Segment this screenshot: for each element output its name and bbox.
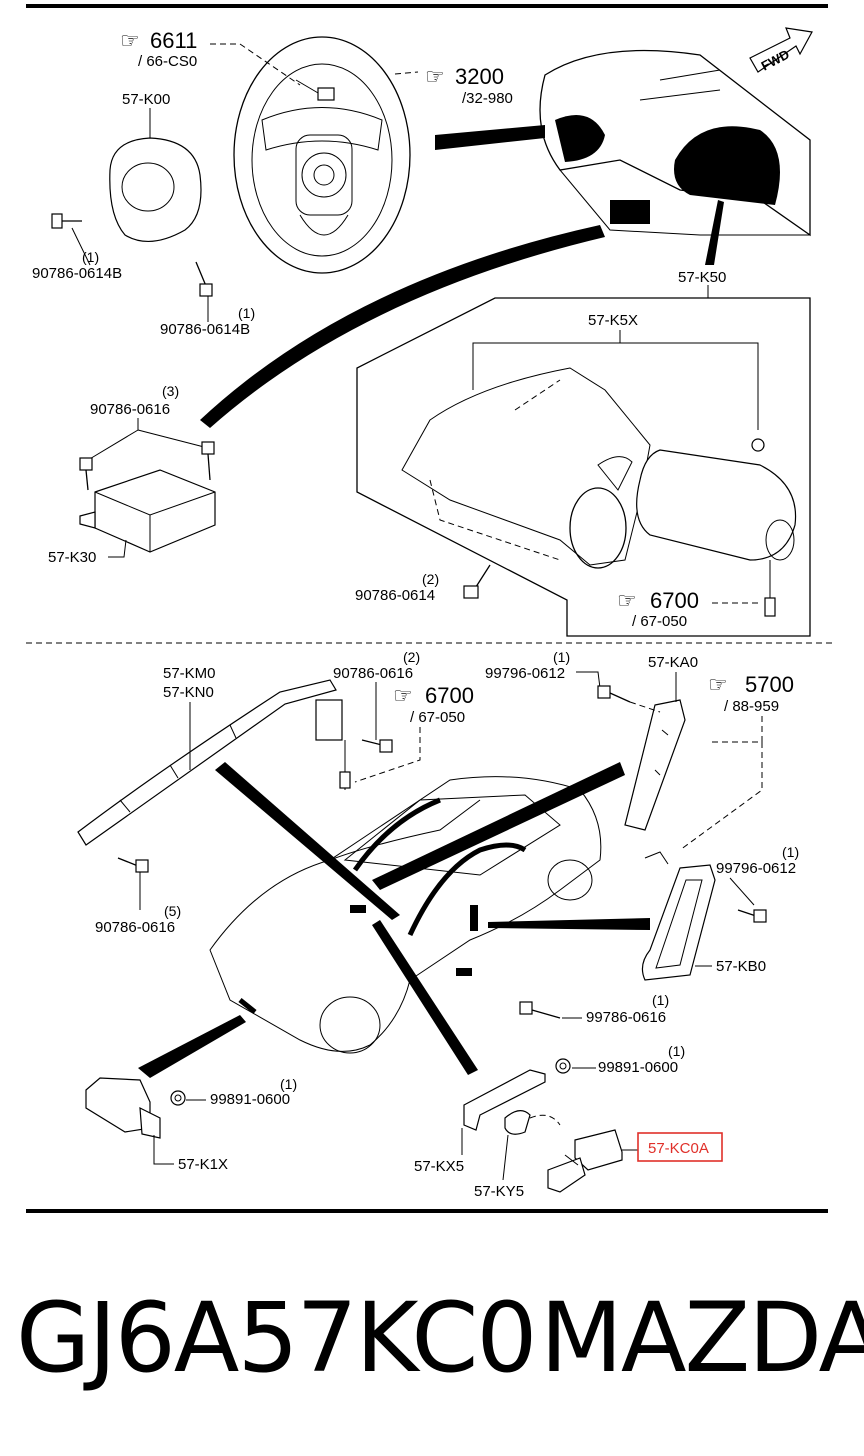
highlight-box [637,1132,723,1162]
ref-6700-sub: / 67-050 [410,709,465,726]
k50-callout-box [356,297,811,637]
bolt-icon [597,685,631,703]
ref-3200-sub: /32-980 [462,90,513,107]
ref-3200-number: 3200 [455,64,504,89]
ref-6700-number: 6700 [425,683,474,708]
bolt-icon [463,564,491,599]
pointer-wedge [215,762,400,920]
rear-side-airbag [641,851,716,981]
qty-bolt-g: (1) [782,844,799,860]
qty-bolt-c: (3) [162,383,179,399]
ref-6700-number: 6700 [650,588,699,613]
ref-6700-sub: / 67-050 [632,613,687,630]
bolt-icon [79,457,93,491]
brand-caption: MAZDA [540,1282,864,1394]
label-bolt-c: 90786-0616 [90,401,170,418]
sensor-bracket [463,1069,546,1131]
qty-bolt-b: (1) [238,305,255,321]
side-crash-sensor [547,1129,623,1193]
nut-icon [555,1058,571,1074]
pointer-wedge [435,125,545,150]
pointer-wedge [372,920,478,1075]
fwd-arrow-icon: FWD [749,27,813,74]
label-nut-a: 99891-0600 [598,1059,678,1076]
qty-bolt-f: (1) [553,649,570,665]
label-57-km0: 57-KM0 [163,665,216,682]
driver-airbag-module [109,137,202,243]
label-bolt-i: 99786-0616 [586,1009,666,1026]
ref-6700-lower: ☞ 6700 / 67-050 [354,683,474,783]
label-bolt-e: 90786-0616 [333,665,413,682]
label-57-k5x: 57-K5X [588,312,638,329]
sensor-connector [504,1110,561,1135]
pointer-wedge [705,200,724,265]
pointer-wedge [488,918,650,930]
ref-6611: ☞ 6611 / 66-CS0 [120,28,301,86]
ref-hand-glyph: ☞ [425,64,445,89]
curtain-airbag [77,679,351,846]
label-57-ka0: 57-KA0 [648,654,698,671]
qty-nut-b: (1) [280,1076,297,1092]
qty-bolt-a: (1) [82,249,99,265]
fwd-label: FWD [759,46,792,73]
ref-5700-sub: / 88-959 [724,698,779,715]
qty-nut-a: (1) [668,1043,685,1059]
ref-6700-upper: ☞ 6700 / 67-050 [617,588,760,630]
passenger-airbag-inflator [636,438,797,561]
pointer-wedge [372,762,625,890]
label-57-kb0: 57-KB0 [716,958,766,975]
label-57-k50: 57-K50 [678,269,726,286]
front-side-airbag [624,699,686,831]
label-57-kx5: 57-KX5 [414,1158,464,1175]
label-57-k30: 57-K30 [48,549,96,566]
ref-hand-glyph: ☞ [617,588,637,613]
label-bolt-a: 90786-0614B [32,265,122,282]
label-bolt-f: 99796-0612 [485,665,565,682]
label-57-k1x: 57-K1X [178,1156,228,1173]
steering-ref-arrow [394,71,419,75]
bolt-icon [201,441,215,481]
ref-hand-glyph: ☞ [708,672,728,697]
label-57-kn0: 57-KN0 [163,684,214,701]
bolt-icon [737,909,767,923]
ref-hand-glyph: ☞ [120,28,140,53]
ref-6611-sub: / 66-CS0 [138,53,197,70]
label-bolt-g: 99796-0612 [716,860,796,877]
ref-6611-number: 6611 [150,28,197,53]
qty-bolt-h: (5) [164,903,181,919]
bolt-icon [519,1001,561,1019]
label-57-k00: 57-K00 [122,91,170,108]
pointer-wedge [138,1015,246,1078]
passenger-dash-panel [401,367,651,569]
sas-control-module [79,469,216,553]
front-crash-sensor [85,1077,161,1139]
label-bolt-h: 90786-0616 [95,919,175,936]
car-illustration [209,776,602,1054]
steering-wheel-illustration [233,36,411,274]
ref-3200: ☞ 3200 /32-980 [425,64,513,107]
label-57-kc0a: 57-KC0A [648,1140,709,1157]
bolt-icon [117,857,149,873]
ref-5700: ☞ 5700 / 88-959 [679,672,794,851]
nut-icon [170,1090,186,1106]
ref-hand-glyph: ☞ [393,683,413,708]
label-nut-b: 99891-0600 [210,1091,290,1108]
label-bolt-b: 90786-0614B [160,321,250,338]
qty-bolt-e: (2) [403,649,420,665]
label-57-ky5: 57-KY5 [474,1183,524,1200]
qty-bolt-i: (1) [652,992,669,1008]
part-number-caption: GJ6A57KC0 [16,1282,537,1394]
qty-bolt-d: (2) [422,571,439,587]
dashboard-illustration [539,49,811,237]
bolt-icon [195,261,213,297]
label-bolt-d: 90786-0614 [355,587,435,604]
bolt-icon [361,739,393,753]
ref-5700-number: 5700 [745,672,794,697]
pointer-band [200,225,605,428]
bolt-icon [51,213,82,229]
